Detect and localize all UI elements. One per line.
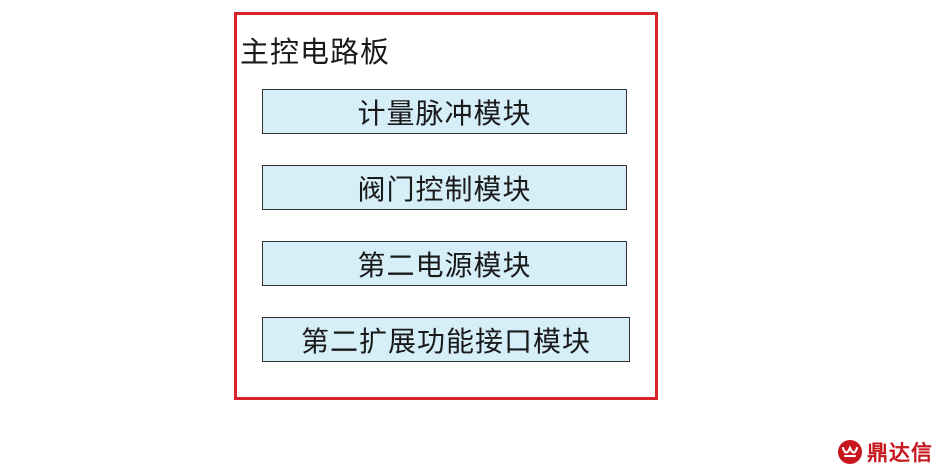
watermark: 鼎达信 bbox=[837, 437, 933, 467]
board-title: 主控电路板 bbox=[240, 35, 391, 69]
module-metering-pulse: 计量脉冲模块 bbox=[262, 89, 627, 134]
module-second-expansion-interface: 第二扩展功能接口模块 bbox=[262, 317, 630, 362]
main-control-board-frame bbox=[234, 12, 658, 400]
module-valve-control: 阀门控制模块 bbox=[262, 165, 627, 210]
watermark-text: 鼎达信 bbox=[867, 441, 933, 465]
dingdaxin-logo-icon bbox=[838, 440, 862, 464]
module-second-power: 第二电源模块 bbox=[262, 241, 627, 286]
